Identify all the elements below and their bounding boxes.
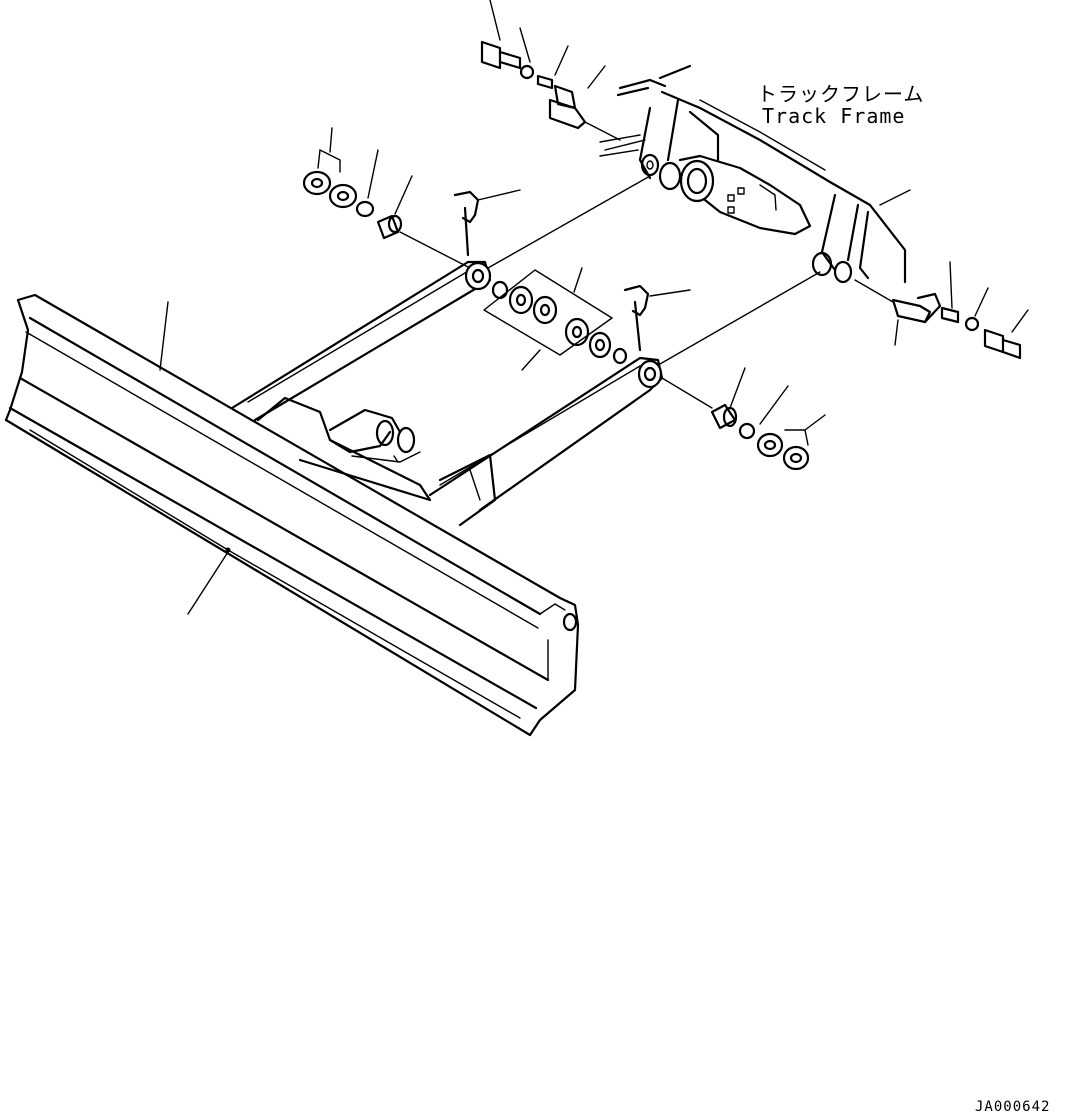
blade xyxy=(4,293,580,737)
left-bushing-stack xyxy=(302,127,471,269)
right-push-arm xyxy=(428,271,821,512)
lower-pin-stack xyxy=(854,261,1029,360)
blade-cylinder xyxy=(256,396,497,527)
grease-fitting-left xyxy=(453,189,521,257)
track-frame-label-jp: トラックフレーム xyxy=(757,82,925,106)
grease-fitting-right xyxy=(623,284,691,352)
upper-pin-stack xyxy=(480,0,621,141)
track-frame-label-en: Track Frame xyxy=(762,104,906,128)
drawing-id: JA000642 xyxy=(975,1099,1051,1115)
leader-lines xyxy=(159,301,229,615)
left-push-arm xyxy=(230,175,651,422)
right-bushing-stack xyxy=(661,367,826,471)
track-frame xyxy=(599,64,911,284)
center-washer-stack xyxy=(483,267,628,371)
